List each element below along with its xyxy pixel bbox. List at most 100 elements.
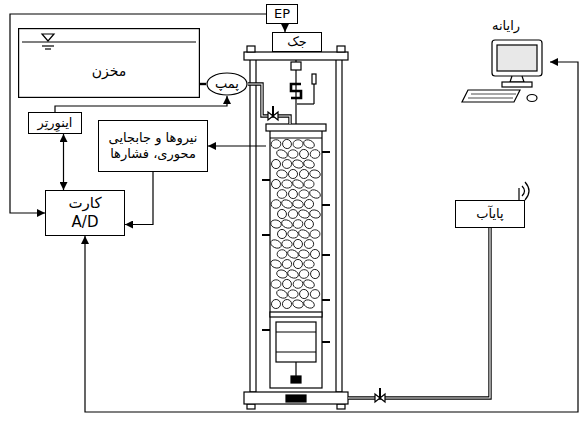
lower-chamber (276, 331, 316, 332)
gravel-fill (269, 138, 321, 310)
specimen-column (270, 130, 322, 388)
gravel-stone (298, 208, 311, 219)
gravel-stone (293, 219, 304, 229)
gravel-stone (288, 289, 299, 298)
gravel-stone (293, 279, 304, 289)
valve-handle (379, 388, 381, 398)
displacement-sensor (312, 74, 316, 84)
porous-plate (270, 312, 322, 317)
gravel-stone (287, 168, 299, 180)
gravel-stone (270, 259, 283, 270)
gravel-stone (286, 248, 299, 259)
node-label: اینوِرتِر (38, 115, 73, 131)
gravel-stone (270, 298, 282, 310)
gravel-stone (309, 169, 321, 179)
signal-connector (125, 172, 153, 225)
gravel-stone (303, 198, 314, 209)
gravel-stone (292, 199, 304, 209)
outlet-sensor (291, 376, 301, 383)
inlet-pipe (248, 84, 290, 124)
inverter-box: اینوِرتِر (28, 112, 82, 134)
ep-box: EP (266, 4, 298, 24)
gravel-stone (270, 219, 282, 229)
water-level-symbol (45, 48, 51, 49)
gravel-stone (286, 268, 299, 279)
pump-outline (207, 73, 247, 95)
base-plate (244, 392, 348, 404)
gravel-stone (280, 198, 293, 209)
gravel-stone (299, 269, 310, 279)
node-label: نیروها و جابجایی محوری، فشارها (103, 130, 203, 163)
gravel-stone (281, 298, 292, 309)
gravel-stone (275, 148, 288, 160)
node-label: رایانه (492, 18, 520, 34)
computer-drawing (462, 40, 542, 102)
signal-connector (10, 14, 266, 213)
pump-symbol: پمپ (206, 72, 248, 96)
displacement-sensor (297, 103, 314, 104)
gravel-stone (287, 209, 298, 220)
gravel-stone (281, 239, 292, 248)
gravel-stone (302, 298, 315, 309)
gravel-stone (309, 289, 320, 300)
gravel-stone (302, 278, 315, 289)
gravel-stone (297, 228, 310, 240)
signal-connector (63, 134, 64, 190)
pressure-tap (322, 341, 330, 343)
signal-arrow (208, 145, 266, 146)
gravel-stone (275, 288, 288, 300)
lower-chamber (295, 362, 296, 376)
gravel-stone (303, 218, 315, 230)
pressure-tap (322, 299, 330, 301)
gravel-stone (276, 228, 288, 240)
gravel-stone (310, 230, 320, 239)
signal-connector (85, 62, 578, 412)
gravel-stone (298, 168, 309, 179)
sensor-signals-box: نیروها و جابجایی محوری، فشارها (98, 120, 208, 172)
pressure-tap (322, 151, 330, 153)
gravel-stone (303, 259, 314, 268)
gravel-stone (281, 138, 293, 150)
gravel-stone (292, 159, 305, 170)
inlet-pipe (248, 84, 290, 124)
gravel-stone (287, 229, 299, 239)
tank-outline (19, 29, 200, 98)
gravel-stone (298, 148, 310, 160)
gravel-stone (304, 180, 314, 189)
gravel-stone (298, 249, 310, 259)
water-level-symbol (42, 34, 54, 41)
signal-connector (284, 24, 285, 32)
pressure-tap (262, 179, 270, 181)
gravel-stone (271, 139, 282, 149)
gravel-stone (276, 169, 288, 179)
lower-chamber (276, 351, 316, 352)
nut (247, 404, 255, 409)
gravel-stone (309, 248, 321, 260)
gravel-stone (271, 280, 281, 289)
pressure-tap (322, 254, 330, 256)
gravel-stone (298, 288, 310, 300)
gravel-stone (310, 149, 321, 159)
antenna-wave (522, 186, 525, 196)
pressure-tap (262, 329, 270, 331)
gravel-stone (293, 140, 303, 149)
gravel-stone (269, 238, 282, 250)
node-label: مخزن (92, 63, 127, 81)
nut (337, 404, 345, 409)
gravel-stone (288, 150, 298, 159)
nut (247, 46, 255, 52)
lower-chamber (276, 322, 316, 362)
gravel-stone (271, 199, 282, 209)
gravel-stone (277, 189, 288, 199)
load-cell-symbol (291, 84, 301, 98)
reservoir-tank-outline (18, 28, 200, 98)
gravel-stone (277, 249, 287, 258)
gravel-stone (281, 278, 293, 290)
gravel-stone (309, 268, 321, 280)
node-label: کارت A/D (60, 194, 110, 232)
ad-card-box: کارت A/D (45, 190, 125, 236)
gravel-stone (303, 159, 316, 170)
gravel-stone (292, 258, 304, 270)
